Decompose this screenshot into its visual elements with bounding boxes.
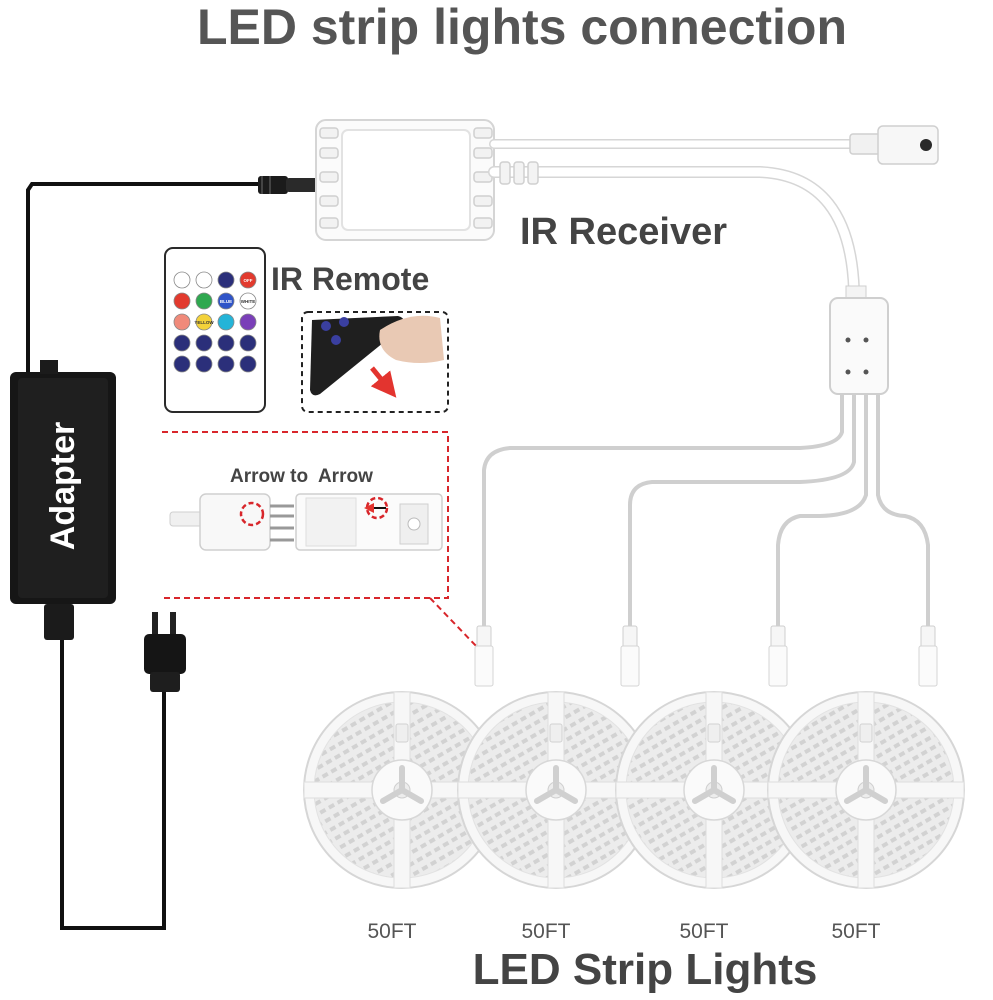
reel-length-label: 50FT (679, 920, 728, 943)
led-reels: 50FT 50FT 50FT 50FT (303, 625, 965, 943)
remote-button: YELLOW (194, 313, 214, 331)
remote-button (173, 355, 191, 373)
page-title: LED strip lights connection (197, 0, 847, 55)
adapter-cables (26, 182, 262, 930)
remote-button (173, 334, 191, 352)
reel-length-label: 50FT (367, 920, 416, 943)
female-connector (849, 125, 939, 165)
led-reel: 50FT (303, 625, 501, 943)
remote-button (239, 313, 257, 331)
arrow-to-arrow-label: Arrow to Arrow (230, 466, 373, 487)
dc-cable (26, 182, 262, 374)
remote-button-label: WHITE (241, 299, 256, 304)
remote-button (195, 292, 213, 310)
battery-tab-inset (301, 311, 449, 413)
adapter-label: Adapter (44, 422, 82, 550)
arrow-detail-callout: Arrow to Arrow (162, 431, 479, 649)
led-reel: 50FT (457, 625, 655, 943)
remote-button (173, 292, 191, 310)
reel-length-label: 50FT (831, 920, 880, 943)
remote-button (195, 334, 213, 352)
led-reel: 50FT (767, 625, 965, 943)
remote-button (217, 271, 235, 289)
cable-rings (499, 161, 539, 185)
strip-lights-label: LED Strip Lights (473, 945, 818, 994)
dc-plug (258, 176, 318, 194)
remote-button-label: YELLOW (194, 320, 214, 325)
ir-remote: OFF BLUE WHITE YELLOW (164, 247, 266, 413)
remote-button (217, 334, 235, 352)
remote-button (195, 271, 213, 289)
remote-button (195, 355, 213, 373)
led-reel: 50FT (615, 625, 813, 943)
pull-arrow (370, 366, 397, 398)
remote-button (239, 334, 257, 352)
receiver-cables (482, 139, 930, 632)
remote-button-label: OFF (244, 278, 253, 283)
reel-length-label: 50FT (521, 920, 570, 943)
remote-button-label: BLUE (220, 299, 232, 304)
four-way-splitter (829, 285, 889, 395)
remote-button (217, 313, 235, 331)
remote-button (173, 313, 191, 331)
remote-button: BLUE (217, 292, 235, 310)
ir-receiver-label: IR Receiver (520, 211, 727, 253)
remote-button-grid: OFF BLUE WHITE YELLOW (173, 271, 257, 373)
remote-button (173, 271, 191, 289)
ir-receiver (315, 119, 495, 241)
remote-button: WHITE (239, 292, 257, 310)
ac-cable (60, 638, 166, 930)
remote-button (217, 355, 235, 373)
remote-button (239, 355, 257, 373)
ac-plug (144, 612, 186, 692)
power-adapter: Adapter (10, 360, 116, 640)
ir-remote-label: IR Remote (271, 261, 429, 297)
remote-button: OFF (239, 271, 257, 289)
